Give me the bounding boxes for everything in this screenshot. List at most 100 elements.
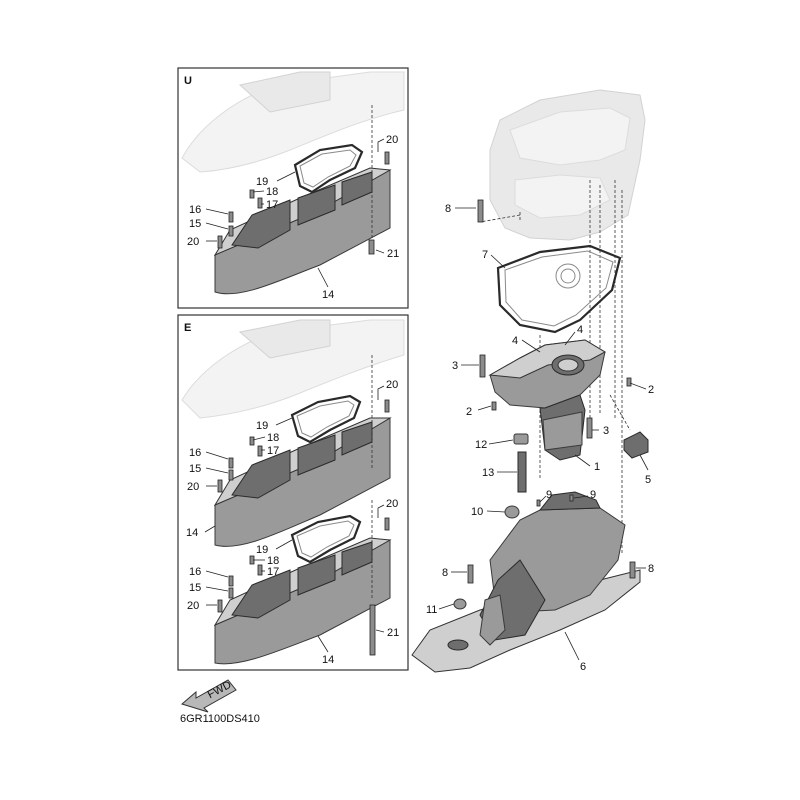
- callout-13: 13: [482, 467, 494, 479]
- callout-19-u: 19: [256, 176, 268, 188]
- callout-18-u: 18: [266, 186, 278, 198]
- pin-9-right: [569, 494, 574, 502]
- seal-10: [504, 505, 520, 519]
- callout-8-lower-right: 8: [648, 563, 654, 575]
- callout-14-e-upper: 14: [186, 527, 198, 539]
- pin-15-e-upper: [228, 469, 234, 481]
- bolt-8-lower-left: [467, 564, 474, 584]
- callout-12: 12: [475, 439, 487, 451]
- bolt-3-left: [479, 354, 486, 378]
- callout-11: 11: [426, 604, 437, 616]
- pin-18-e-upper: [249, 436, 255, 446]
- pin-16-e-lower: [228, 575, 234, 587]
- seal-11: [453, 598, 467, 610]
- diagram-code: 6GR1100DS410: [180, 713, 260, 725]
- panel-e-frame: [177, 314, 409, 671]
- panel-e: E: [177, 314, 409, 671]
- callout-20-u-right: 20: [386, 134, 398, 146]
- callout-16-u: 16: [189, 204, 201, 216]
- panel-u-frame: [177, 67, 409, 309]
- callout-16-e-upper: 16: [189, 447, 201, 459]
- lower-casing-6: [411, 491, 641, 673]
- exhaust-guide-1: [488, 339, 607, 461]
- gasket-7: [496, 244, 622, 334]
- seal-12: [513, 433, 529, 445]
- callout-7: 7: [482, 249, 488, 261]
- ghost-housing-u-top: [238, 71, 331, 113]
- callout-20-u-left: 20: [187, 236, 199, 248]
- callout-16-e-lower: 16: [189, 566, 201, 578]
- pin-9-left: [536, 499, 541, 507]
- callout-8-lower-left: 8: [442, 567, 448, 579]
- callout-19-e-upper: 19: [256, 420, 268, 432]
- bracket-5: [623, 431, 649, 459]
- pin-17-u: [257, 197, 263, 209]
- pin-18-u: [249, 189, 255, 199]
- callout-18-e-lower: 18: [267, 555, 279, 567]
- pin-15-u: [228, 225, 234, 237]
- callout-18-e-upper: 18: [267, 432, 279, 444]
- callout-20-e-upper-right: 20: [386, 379, 398, 391]
- callout-14-u: 14: [322, 289, 334, 301]
- callout-20-e-upper-left: 20: [187, 481, 199, 493]
- bolt-21-e: [369, 604, 376, 656]
- callout-17-e-upper: 17: [267, 445, 279, 457]
- ghost-powerhead-top: [509, 107, 631, 166]
- callout-17-e-lower: 17: [267, 566, 279, 578]
- bolt-20-e-upper-right: [384, 399, 390, 413]
- callout-14-e-lower: 14: [322, 654, 334, 666]
- callout-2-left: 2: [466, 406, 472, 418]
- callout-9-left: 9: [546, 489, 552, 501]
- callout-4-left: 4: [512, 335, 518, 347]
- bolt-8-top: [477, 199, 484, 223]
- callout-3-right: 3: [603, 425, 609, 437]
- bolt-20-e-upper-left: [217, 479, 223, 493]
- callout-15-u: 15: [189, 218, 201, 230]
- bolt-20-e-lower-right: [384, 517, 390, 531]
- panel-u-letter: U: [184, 75, 192, 87]
- callout-9-right: 9: [590, 489, 596, 501]
- bolt-2-right: [626, 377, 632, 387]
- callout-6: 6: [580, 661, 586, 673]
- callout-4-right: 4: [577, 324, 583, 336]
- pipe-13: [517, 451, 527, 493]
- ghost-housing-e-top: [238, 319, 331, 359]
- callout-8-top: 8: [445, 203, 451, 215]
- callout-15-e-upper: 15: [189, 463, 201, 475]
- bolt-8-lower-right: [629, 561, 636, 579]
- pin-16-e-upper: [228, 457, 234, 469]
- oil-pan-14-e-lower: [213, 537, 392, 665]
- gasket-19-u: [293, 143, 364, 194]
- fwd-arrow-icon: FWD: [180, 679, 237, 713]
- pin-17-e-upper: [257, 445, 263, 457]
- pin-17-e-lower: [257, 564, 263, 576]
- bolt-3-right: [586, 417, 593, 439]
- main-assembly: 8 7 4 4 3 2 2 3 12 1 13 5 10 9 9 8 8 11 …: [411, 89, 654, 673]
- dash-8-top: [479, 214, 521, 223]
- callout-1: 1: [594, 461, 600, 473]
- ghost-powerhead-mid: [514, 174, 611, 219]
- callout-20-e-lower-left: 20: [187, 600, 199, 612]
- ghost-housing-e: [181, 319, 405, 419]
- gasket-19-e-lower: [290, 514, 362, 564]
- oil-pan-14-u: [213, 167, 392, 295]
- dash-main-6: [609, 394, 631, 431]
- bolt-20-e-lower-left: [217, 599, 223, 613]
- callout-20-e-lower-right: 20: [386, 498, 398, 510]
- pin-16-u: [228, 211, 234, 223]
- callout-3-left: 3: [452, 360, 458, 372]
- ghost-housing-u: [181, 71, 405, 173]
- callout-2-right: 2: [648, 384, 654, 396]
- callout-5: 5: [645, 474, 651, 486]
- pin-15-e-lower: [228, 587, 234, 599]
- bolt-20-u-right: [384, 151, 390, 165]
- callout-15-e-lower: 15: [189, 582, 201, 594]
- bolt-20-u-left: [217, 235, 223, 249]
- panel-e-letter: E: [184, 322, 191, 334]
- callout-17-u: 17: [266, 199, 278, 211]
- bolt-2-left: [491, 401, 497, 411]
- oil-pan-14-e-upper: [213, 417, 392, 547]
- callout-21-u: 21: [387, 248, 399, 260]
- callout-10: 10: [471, 506, 483, 518]
